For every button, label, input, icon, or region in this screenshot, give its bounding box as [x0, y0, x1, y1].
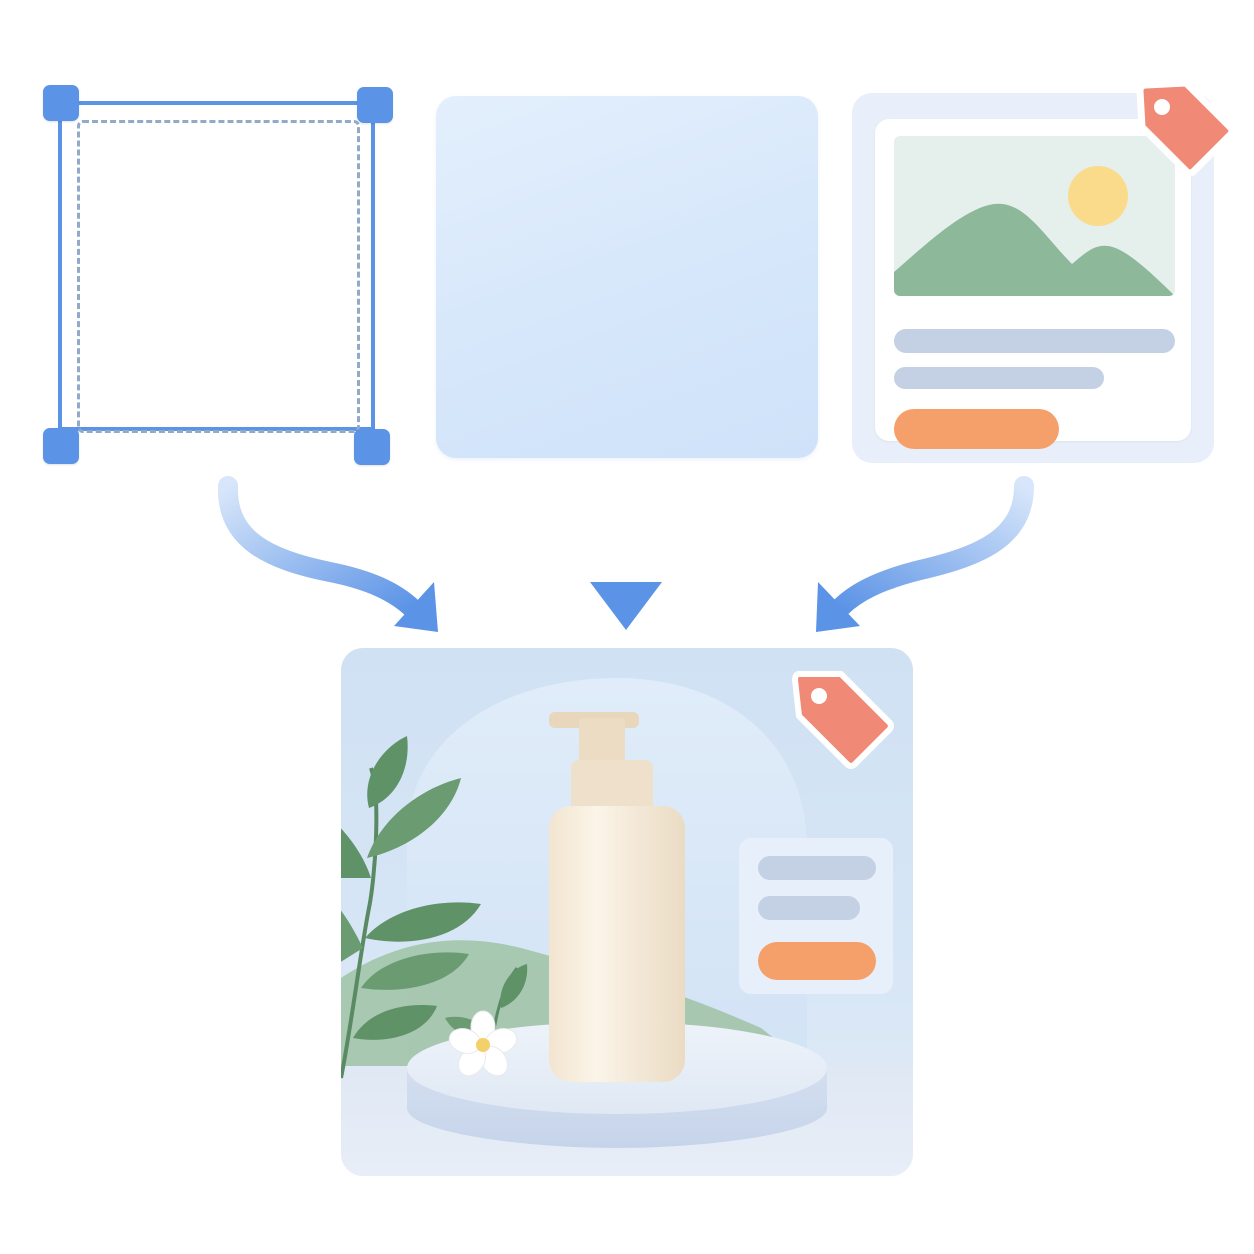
- layout-template-panel: [852, 79, 1236, 463]
- mountain-icon: [894, 203, 1175, 296]
- ad-copy-card: [739, 838, 893, 994]
- flower-icon: [448, 1010, 518, 1077]
- price-tag-icon: [1136, 79, 1236, 177]
- dashed-crop-area: [77, 120, 360, 433]
- ad-cta-button[interactable]: [758, 942, 876, 980]
- ad-title-bar: [758, 856, 876, 880]
- middle-arrow: [590, 472, 662, 630]
- top-right-resize-handle[interactable]: [357, 87, 393, 123]
- template-cta-button[interactable]: [894, 409, 1059, 449]
- composite-product-ad: [341, 648, 913, 1176]
- sun-icon: [1068, 166, 1128, 226]
- leaf-icon: [341, 736, 528, 1079]
- top-left-resize-handle[interactable]: [43, 85, 79, 121]
- right-arrow: [816, 476, 1034, 632]
- price-tag-icon: [792, 671, 894, 769]
- image-placeholder-icon: [894, 136, 1175, 296]
- bottom-left-resize-handle[interactable]: [43, 428, 79, 464]
- ad-subtitle-bar: [758, 896, 860, 920]
- template-subtitle-bar: [894, 367, 1104, 389]
- template-card: [875, 119, 1191, 449]
- bottom-right-resize-handle[interactable]: [354, 429, 390, 465]
- template-title-bar: [894, 329, 1175, 353]
- background-swatch-panel: [436, 96, 818, 458]
- selection-frame-border: [58, 101, 375, 431]
- selection-frame-panel: [40, 84, 400, 465]
- pump-bottle: [549, 712, 685, 1082]
- left-arrow: [217, 476, 438, 632]
